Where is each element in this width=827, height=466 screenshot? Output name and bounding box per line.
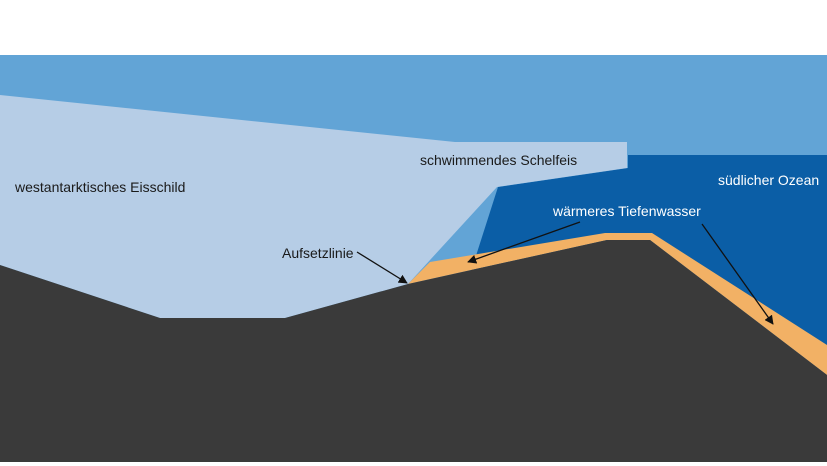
grounding-line-label: Aufsetzlinie — [282, 245, 354, 261]
grounding-line-arrow — [356, 251, 408, 284]
deep-water-arrow-right — [701, 223, 774, 325]
ocean-label: südlicher Ozean — [718, 172, 819, 188]
ice-sheet-shape — [0, 95, 627, 318]
ice-sheet-label: westantarktisches Eisschild — [14, 179, 185, 195]
deep-water-label: wärmeres Tiefenwasser — [552, 203, 701, 219]
ice-shelf-label: schwimmendes Schelfeis — [420, 152, 577, 168]
bedrock — [0, 240, 827, 462]
warm-deep-water-layer — [408, 233, 827, 375]
deep-water-arrow-left — [467, 221, 581, 264]
